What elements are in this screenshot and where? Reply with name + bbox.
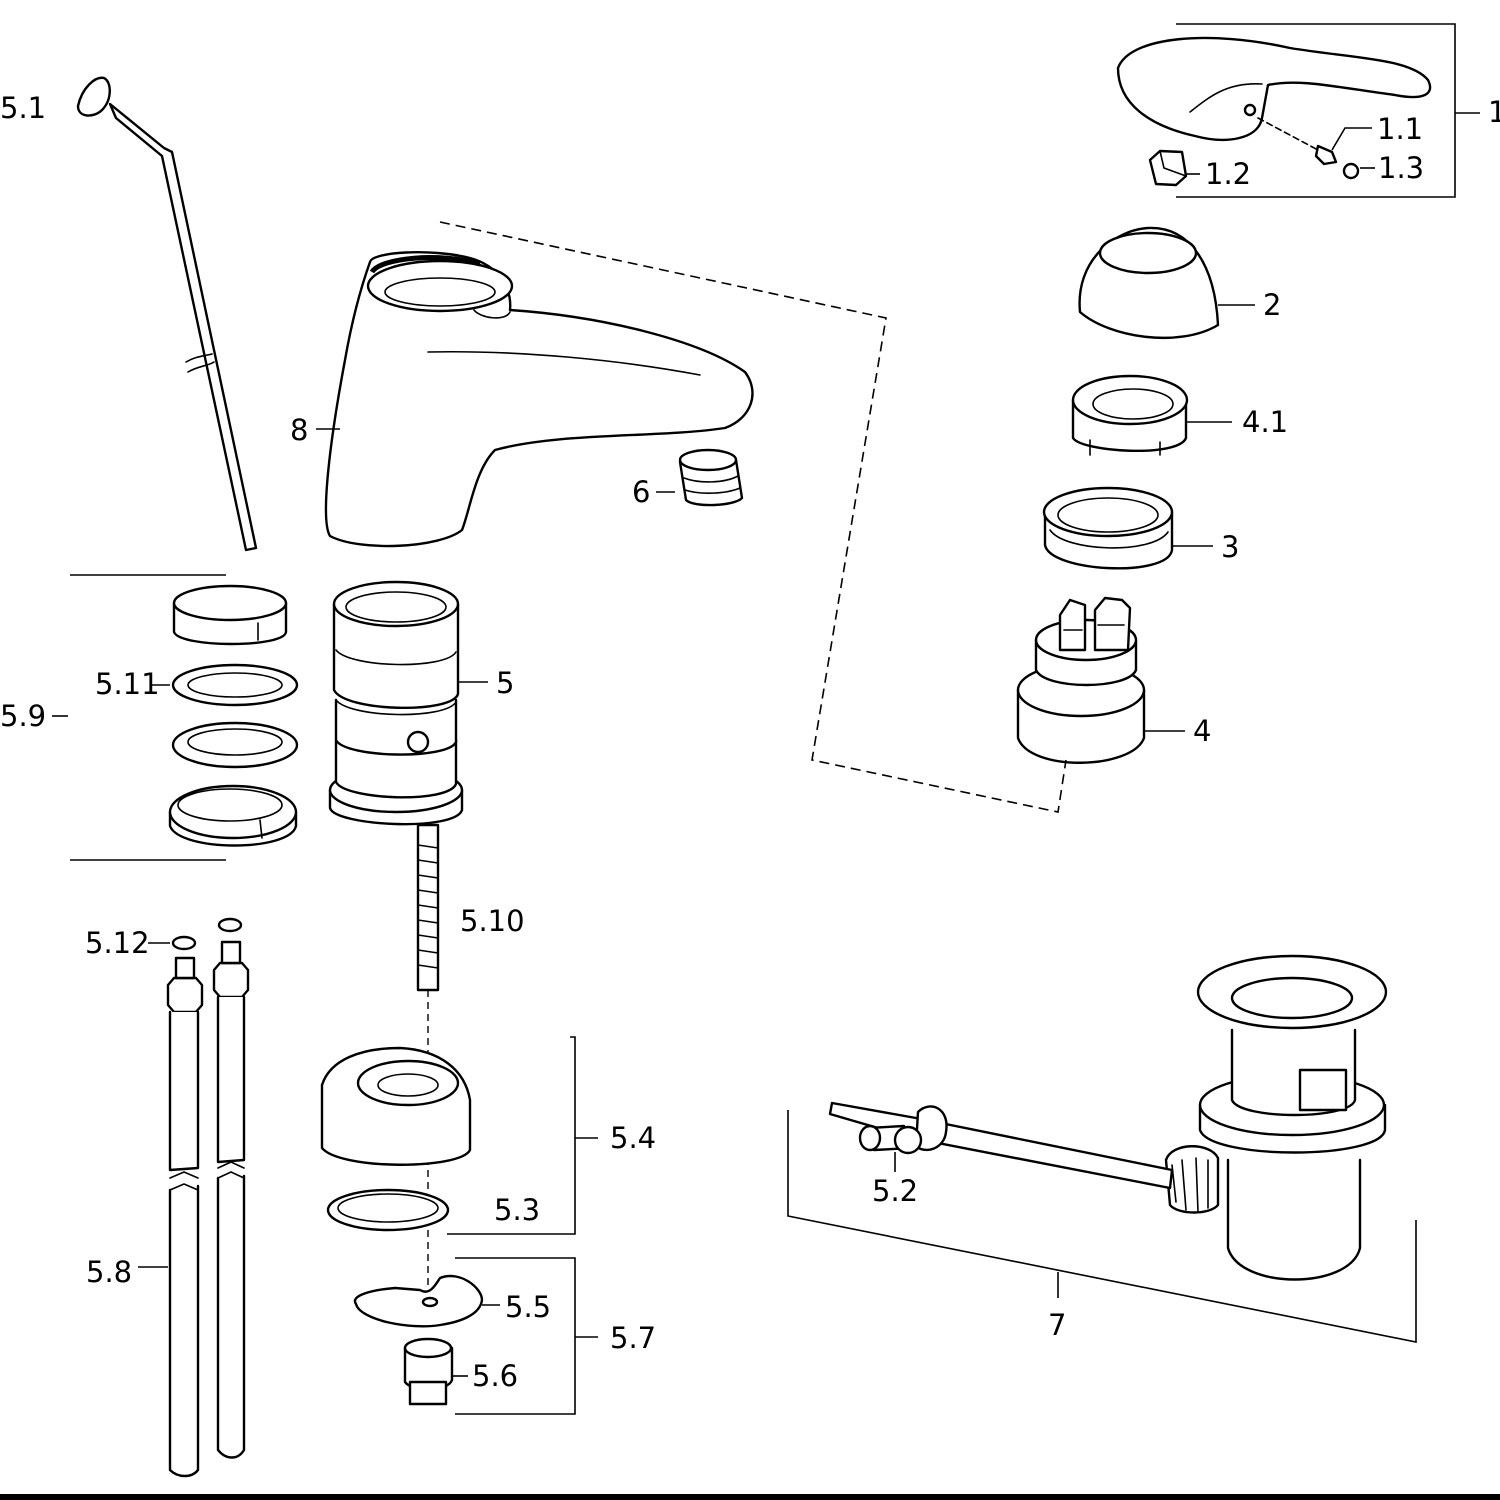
label-5-7: 5.7 (610, 1321, 656, 1355)
label-1: 1 (1488, 95, 1500, 129)
label-5-10: 5.10 (460, 904, 525, 938)
label-5-9: 5.9 (0, 699, 46, 733)
label-5-8: 5.8 (86, 1255, 132, 1289)
dashed-assembly-outline (439, 221, 1067, 813)
part-1-1-screw (1314, 127, 1372, 166)
label-7: 7 (1048, 1308, 1066, 1342)
part-8-faucet-body (316, 251, 754, 548)
part-5-12-o-rings (148, 917, 243, 951)
part-5-8-hoses (138, 940, 250, 1478)
label-5-1: 5.1 (0, 91, 46, 125)
part-4-cartridge (1016, 596, 1185, 764)
label-4-1: 4.1 (1242, 405, 1288, 439)
label-5-6: 5.6 (472, 1359, 518, 1393)
part-3-bonnet-nut (1042, 486, 1213, 570)
part-5-4-seal-ring (326, 1036, 598, 1235)
label-6: 6 (632, 475, 650, 509)
part-4-1-ring (1071, 374, 1232, 456)
bottom-border (0, 1494, 1500, 1500)
label-5: 5 (496, 666, 514, 700)
label-2: 2 (1263, 288, 1281, 322)
label-3: 3 (1221, 530, 1239, 564)
label-5-11: 5.11 (95, 667, 160, 701)
part-5-9-ring-set (52, 574, 299, 861)
part-5-3-collar (320, 1046, 472, 1166)
part-5-1-popup-rod (76, 76, 258, 552)
label-5-2: 5.2 (872, 1174, 918, 1208)
part-5-7-bracket (455, 1257, 598, 1415)
part-5-body-insert (328, 580, 488, 826)
label-4: 4 (1193, 714, 1211, 748)
label-5-3: 5.3 (494, 1193, 540, 1227)
part-7-drain-waste (787, 954, 1417, 1343)
part-5-5-clip (353, 1274, 500, 1328)
label-1-1: 1.1 (1377, 112, 1423, 146)
part-6-aerator (656, 448, 744, 507)
label-1-3: 1.3 (1378, 151, 1424, 185)
part-1-3-cap (1342, 162, 1375, 180)
label-5-12: 5.12 (85, 926, 150, 960)
label-5-4: 5.4 (610, 1121, 656, 1155)
part-5-6-nut (403, 1337, 468, 1406)
part-1-lever-handle (1116, 23, 1480, 198)
label-1-2: 1.2 (1205, 157, 1251, 191)
part-1-2-insert (1148, 149, 1200, 187)
part-2-cover-cap (1078, 226, 1255, 340)
label-8: 8 (290, 413, 308, 447)
part-5-10-threaded-rod (416, 823, 440, 1300)
label-5-5: 5.5 (505, 1290, 551, 1324)
